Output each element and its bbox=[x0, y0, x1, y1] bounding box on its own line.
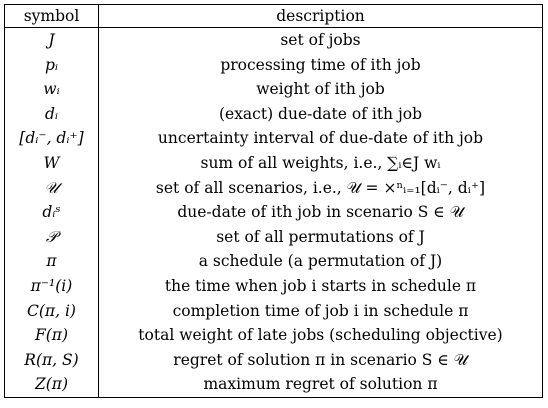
symbol-cell: π⁻¹(i) bbox=[4, 273, 99, 299]
symbol-cell: Z(π) bbox=[4, 372, 99, 398]
symbol-cell: 𝒰 bbox=[4, 175, 99, 201]
description-cell: completion time of job i in schedule π bbox=[98, 298, 543, 324]
table-row: π⁻¹(i)the time when job i starts in sche… bbox=[4, 273, 543, 299]
symbol-cell: dᵢˢ bbox=[4, 200, 99, 225]
header-description: description bbox=[98, 4, 543, 28]
symbol-cell: pᵢ bbox=[4, 52, 99, 78]
description-cell: set of jobs bbox=[98, 27, 543, 53]
symbol-cell: [dᵢ⁻, dᵢ⁺] bbox=[4, 126, 99, 151]
description-cell: sum of all weights, i.e., ∑ᵢ∈J wᵢ bbox=[98, 150, 543, 176]
table-header-row: symbol description bbox=[4, 4, 543, 28]
symbol-cell: dᵢ bbox=[4, 101, 99, 127]
table-row: F(π)total weight of late jobs (schedulin… bbox=[4, 323, 543, 348]
table-row: [dᵢ⁻, dᵢ⁺]uncertainty interval of due-da… bbox=[4, 126, 543, 151]
header-symbol: symbol bbox=[4, 4, 99, 28]
description-cell: set of all permutations of J bbox=[98, 224, 543, 250]
description-cell: set of all scenarios, i.e., 𝒰 = ×ⁿᵢ₌₁[dᵢ… bbox=[98, 175, 543, 201]
table-row: dᵢ(exact) due-date of ith job bbox=[4, 101, 543, 127]
symbol-cell: J bbox=[4, 27, 99, 53]
description-cell: total weight of late jobs (scheduling ob… bbox=[98, 323, 543, 348]
symbol-cell: F(π) bbox=[4, 323, 99, 348]
symbol-cell: R(π, S) bbox=[4, 347, 99, 373]
description-cell: uncertainty interval of due-date of ith … bbox=[98, 126, 543, 151]
description-cell: the time when job i starts in schedule π bbox=[98, 273, 543, 299]
symbol-cell: wᵢ bbox=[4, 77, 99, 102]
table-row: R(π, S)regret of solution π in scenario … bbox=[4, 347, 543, 373]
description-cell: weight of ith job bbox=[98, 77, 543, 102]
symbol-cell: π bbox=[4, 249, 99, 274]
description-cell: maximum regret of solution π bbox=[98, 372, 543, 398]
symbol-cell: C(π, i) bbox=[4, 298, 99, 324]
description-cell: (exact) due-date of ith job bbox=[98, 101, 543, 127]
description-cell: a schedule (a permutation of J) bbox=[98, 249, 543, 274]
description-cell: regret of solution π in scenario S ∈ 𝒰 bbox=[98, 347, 543, 373]
symbol-cell: 𝒫 bbox=[4, 224, 99, 250]
description-cell: processing time of ith job bbox=[98, 52, 543, 78]
symbol-cell: W bbox=[4, 150, 99, 176]
description-cell: due-date of ith job in scenario S ∈ 𝒰 bbox=[98, 200, 543, 225]
table-row: C(π, i)completion time of job i in sched… bbox=[4, 298, 543, 324]
table-row: Z(π)maximum regret of solution π bbox=[4, 372, 543, 398]
